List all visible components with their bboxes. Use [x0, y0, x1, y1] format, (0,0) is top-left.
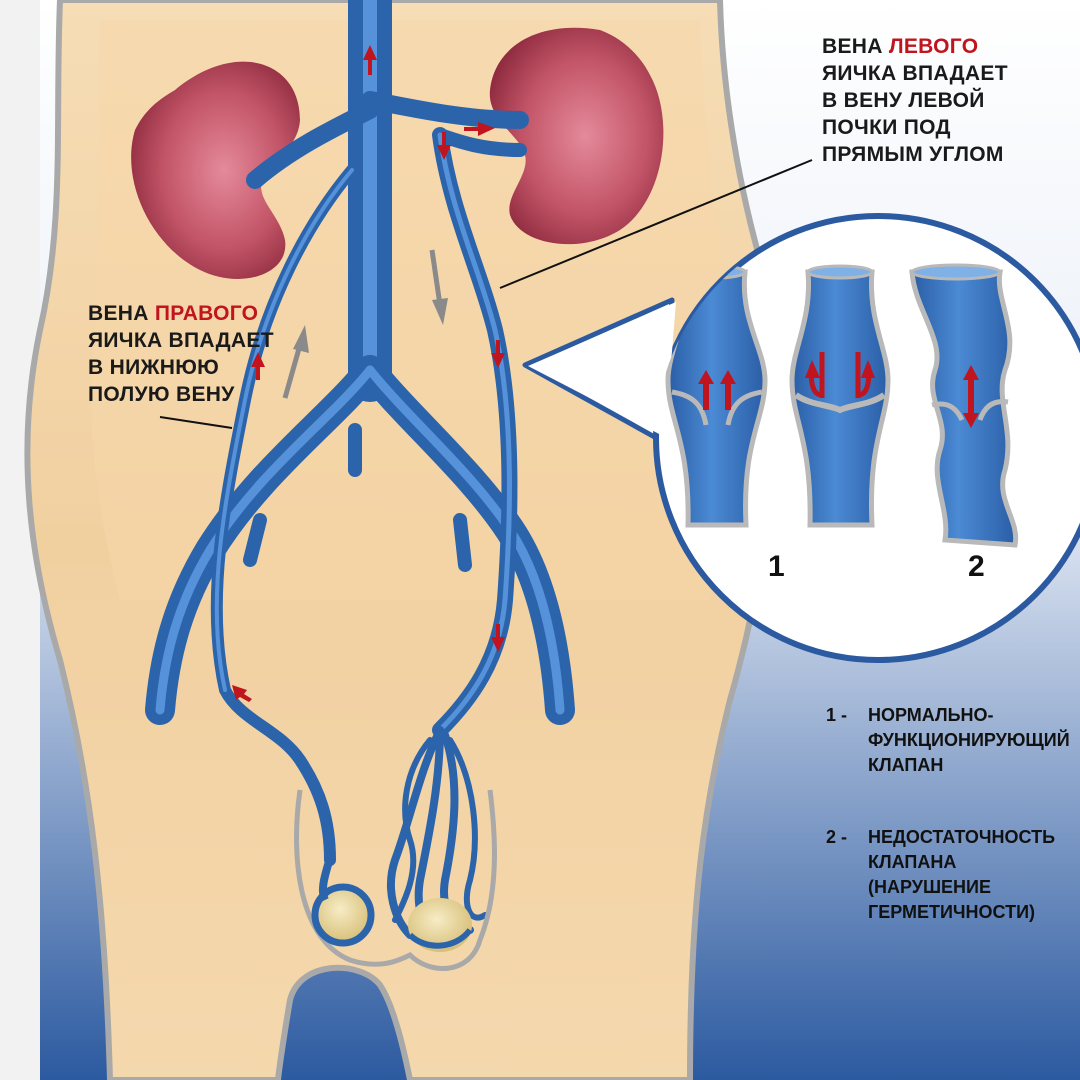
legend-item-2-key: 2 -: [826, 827, 848, 847]
legend-item-1-key: 1 -: [826, 705, 848, 725]
gray-flow-arrows: [282, 249, 448, 399]
legend-item-1: 1 - НОРМАЛЬНО- ФУНКЦИОНИРУЮЩИЙ КЛАПАН: [826, 703, 1076, 783]
label-right-vein-line-2: ЯИЧКА ВПАДАЕТ: [88, 329, 274, 352]
legend-item-1-text: НОРМАЛЬНО- ФУНКЦИОНИРУЮЩИЙ КЛАПАН: [868, 703, 1070, 778]
label-right-vein-line-4: ПОЛУЮ ВЕНУ: [88, 383, 235, 406]
magnifier-pointer-fill: [528, 302, 676, 437]
right-testis-vein: [318, 856, 334, 902]
legend-item-2-text: НЕДОСТАТОЧНОСТЬ КЛАПАНА (НАРУШЕНИЕ ГЕРМЕ…: [868, 825, 1055, 925]
label-left-vein-line-1: ВЕНА ЛЕВОГО: [822, 33, 1008, 60]
legend-item-2-line-4: ГЕРМЕТИЧНОСТИ): [868, 902, 1036, 922]
legend-item-2-line-1: НЕДОСТАТОЧНОСТЬ: [868, 827, 1056, 847]
label-left-vein-line-5: ПРЯМЫМ УГЛОМ: [822, 143, 1004, 166]
valve-2-insufficient: [909, 263, 1019, 548]
legend-item-1-line-3: КЛАПАН: [868, 755, 944, 775]
left-kidney: [489, 27, 664, 245]
label-right-vein-highlight: ПРАВОГО: [154, 302, 259, 325]
label-right-vein: ВЕНА ПРАВОГО ЯИЧКА ВПАДАЕТ В НИЖНЮЮ ПОЛУ…: [88, 300, 274, 408]
legend-item-2: 2 - НЕДОСТАТОЧНОСТЬ КЛАПАНА (НАРУШЕНИЕ Г…: [826, 825, 1076, 930]
valve-number-2: 2: [968, 550, 985, 583]
leader-line-left-vein: [499, 159, 813, 289]
valve-number-1: 1: [768, 550, 785, 583]
leader-line-right-vein: [159, 416, 233, 429]
legend-item-2-line-3: (НАРУШЕНИЕ: [868, 877, 991, 897]
label-left-vein-line-3: В ВЕНУ ЛЕВОЙ: [822, 89, 985, 112]
label-right-vein-line-3: В НИЖНЮЮ: [88, 356, 220, 379]
label-left-vein-line-4: ПОЧКИ ПОД: [822, 116, 951, 139]
scrotum-outline: [294, 789, 497, 971]
label-right-vein-line-1: ВЕНА ПРАВОГО: [88, 300, 274, 327]
label-right-vein-pre: ВЕНА: [88, 302, 155, 325]
label-left-vein-line-2: ЯИЧКА ВПАДАЕТ: [822, 62, 1008, 85]
red-flow-arrows: [232, 45, 505, 702]
valve-illustrations: [665, 263, 1019, 548]
legend-item-1-line-2: ФУНКЦИОНИРУЮЩИЙ: [868, 730, 1070, 750]
left-plexus-lower: [407, 928, 473, 949]
right-kidney: [131, 61, 300, 279]
legend-item-2-line-2: КЛАПАНА: [868, 852, 957, 872]
label-left-vein-pre: ВЕНА: [822, 35, 889, 58]
valve-1-closed: [789, 264, 891, 528]
legend-item-1-line-1: НОРМАЛЬНО-: [868, 705, 994, 725]
label-left-vein-highlight: ЛЕВОГО: [888, 35, 979, 58]
valve-1-open: [665, 264, 768, 528]
right-testis: [311, 883, 375, 947]
label-left-vein: ВЕНА ЛЕВОГО ЯИЧКА ВПАДАЕТ В ВЕНУ ЛЕВОЙ П…: [822, 33, 1008, 168]
